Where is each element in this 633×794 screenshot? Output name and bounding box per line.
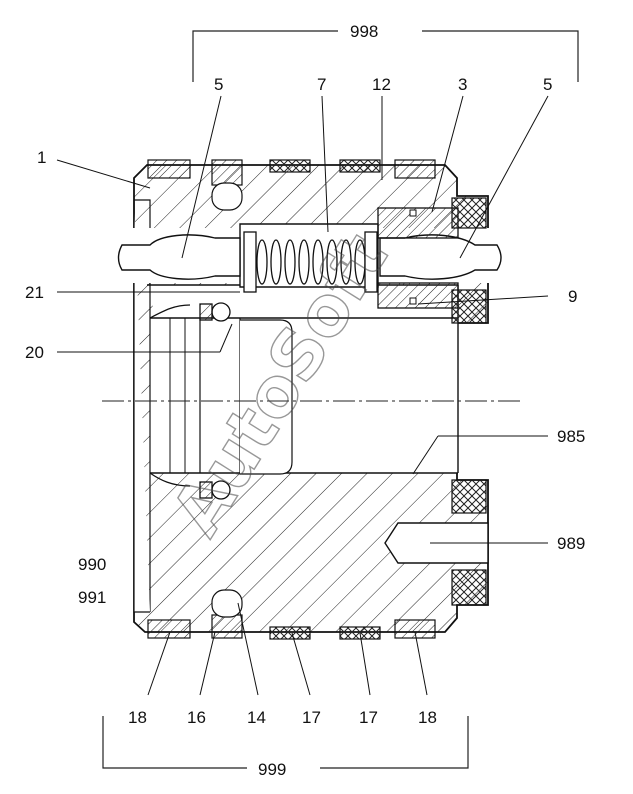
label-999: 999 [258,760,286,779]
label-998: 998 [350,22,378,41]
label-989: 989 [557,534,585,553]
label-991: 991 [78,588,106,607]
part-labels: 998 5 7 12 3 5 1 21 9 20 985 989 990 991… [25,22,585,779]
label-985: 985 [557,427,585,446]
label-12: 12 [372,75,391,94]
o-rings [199,302,231,500]
label-16: 16 [187,708,206,727]
label-18-left: 18 [128,708,147,727]
seals-top [147,159,436,211]
label-5-left: 5 [214,75,223,94]
label-9: 9 [568,287,577,306]
label-17-right: 17 [359,708,378,727]
label-21: 21 [25,283,44,302]
dimension-999 [102,716,469,769]
dimension-998 [192,30,579,82]
label-7: 7 [317,75,326,94]
label-18-right: 18 [418,708,437,727]
label-17-left: 17 [302,708,321,727]
label-20: 20 [25,343,44,362]
label-5-right: 5 [543,75,552,94]
pin-left [117,234,241,280]
label-3: 3 [458,75,467,94]
flange-blocks [451,197,487,606]
seals-bottom [147,589,436,640]
cap-lower [377,282,459,309]
label-990: 990 [78,555,106,574]
spring-channel [117,207,502,309]
cap-upper [377,207,459,239]
label-14: 14 [247,708,266,727]
leader-lines [56,95,549,696]
label-1: 1 [37,148,46,167]
